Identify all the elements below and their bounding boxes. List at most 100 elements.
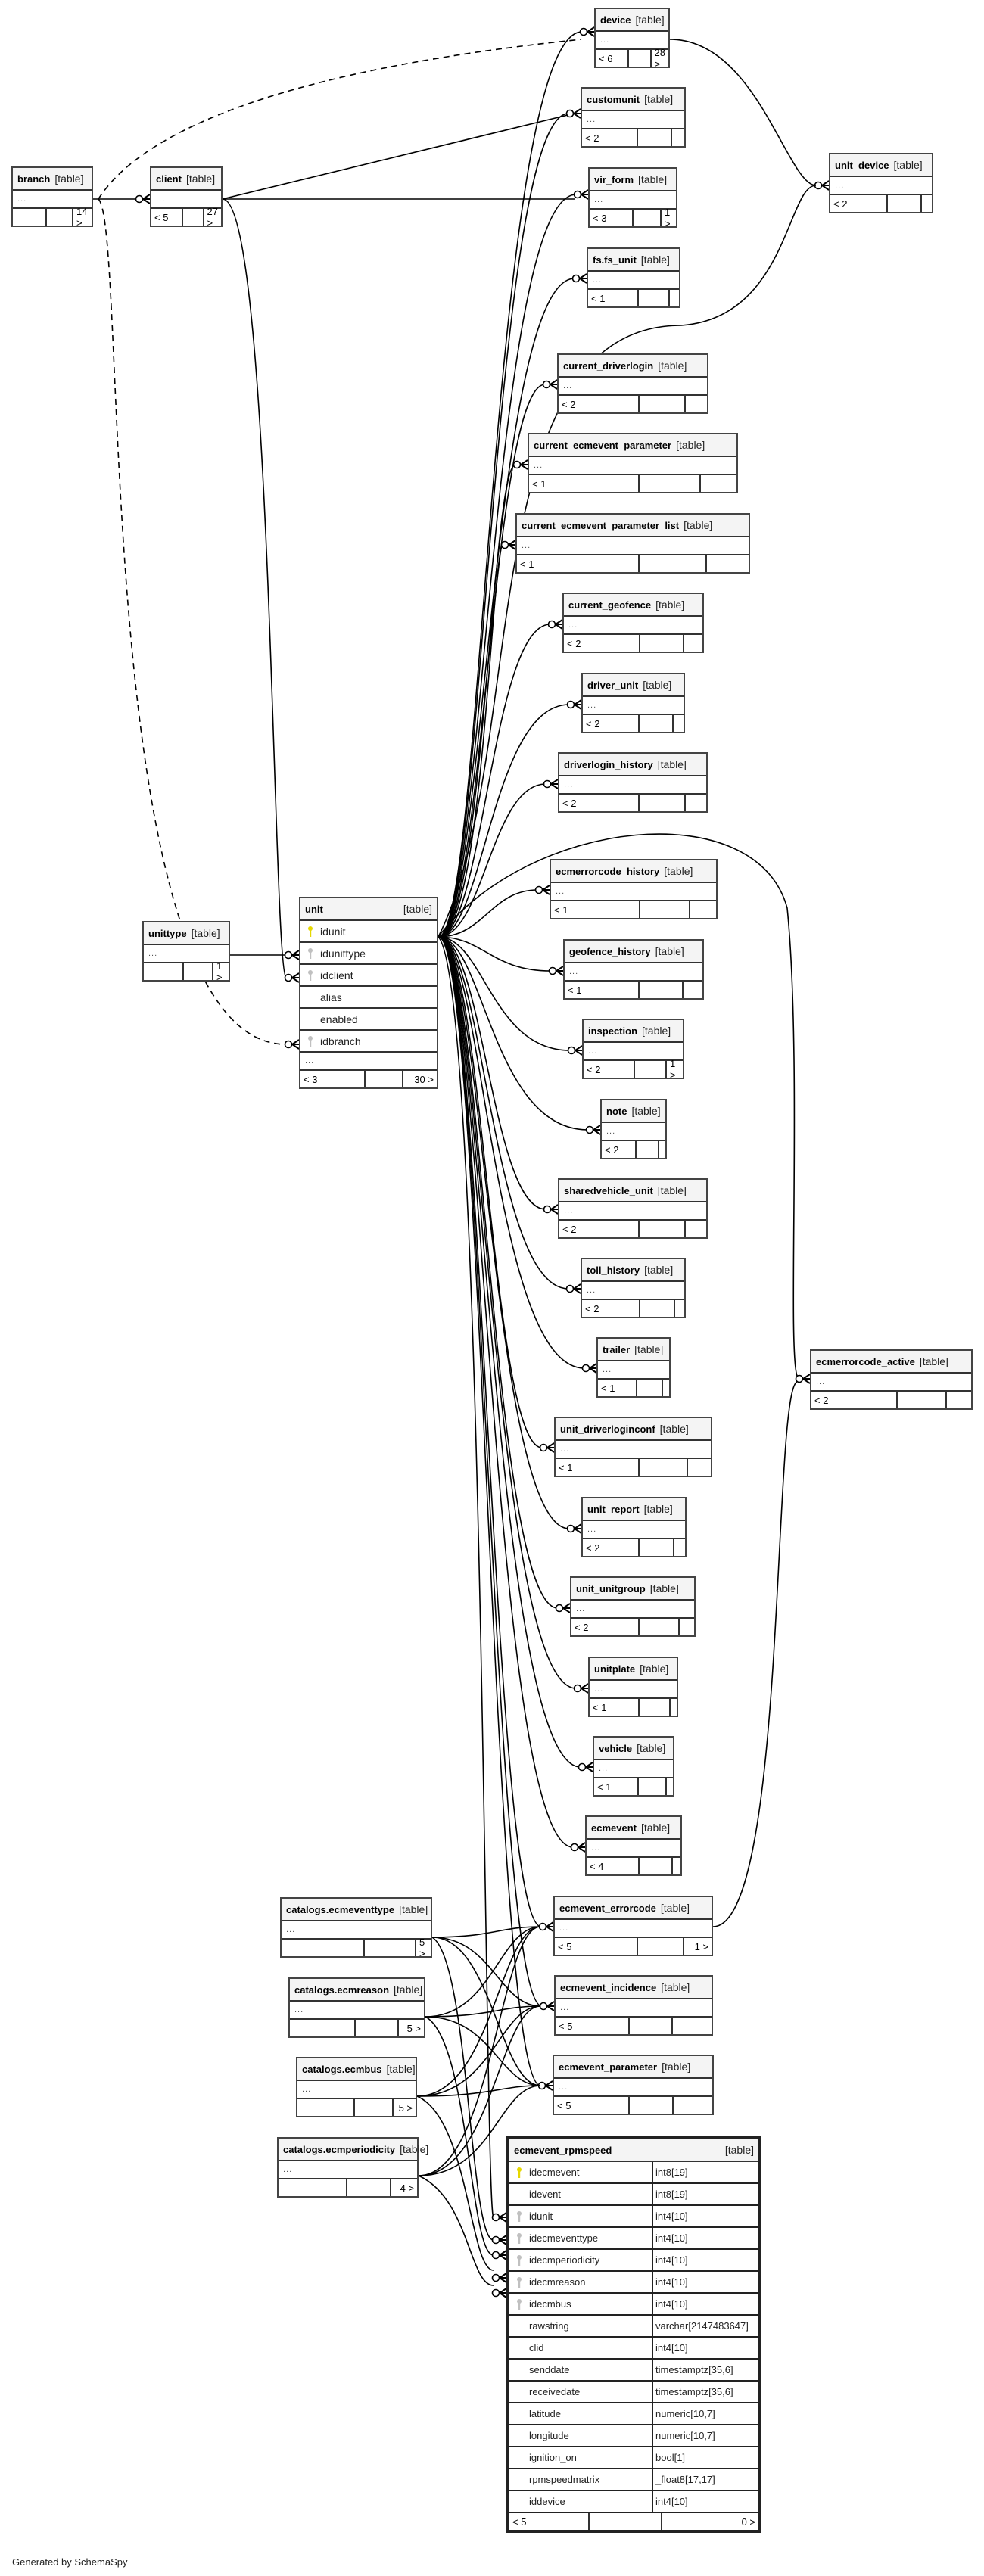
parents-count[interactable]: < 1	[556, 1459, 640, 1476]
children-count[interactable]	[947, 1392, 971, 1408]
table-name[interactable]: current_driverlogin	[563, 359, 654, 372]
table-name[interactable]: ecmevent_rpmspeed	[514, 2144, 612, 2156]
table-name[interactable]: catalogs.ecmeventtype	[286, 1903, 395, 1915]
parents-count[interactable]: < 1	[529, 475, 640, 492]
children-count[interactable]: 4 >	[400, 2182, 414, 2194]
table-name[interactable]: fs.fs_unit	[593, 254, 637, 266]
table-name[interactable]: vir_form	[594, 173, 634, 185]
table-name[interactable]: trailer	[603, 1343, 631, 1355]
children-count[interactable]	[686, 396, 707, 412]
parents-count[interactable]: < 2	[583, 1539, 640, 1556]
children-count[interactable]: 1 >	[694, 1940, 708, 1952]
parents-count[interactable]: < 2	[559, 396, 640, 412]
table-current-driverlogin[interactable]: current_driverlogin[table]...< 2	[557, 353, 708, 414]
table-name[interactable]: unit_device	[835, 159, 889, 171]
parents-count[interactable]: < 5	[556, 2018, 630, 2034]
table-ecmevent-incidence[interactable]: ecmevent_incidence[table]...< 5	[554, 1975, 713, 2036]
parents-count[interactable]: < 1	[565, 982, 640, 998]
column-row[interactable]: enabled	[300, 1009, 437, 1031]
parents-count[interactable]: < 2	[559, 795, 640, 811]
children-count[interactable]: 28 >	[654, 47, 665, 70]
parents-count[interactable]: < 2	[602, 1141, 637, 1158]
children-count[interactable]	[675, 1300, 684, 1317]
table-name[interactable]: customunit	[587, 93, 640, 105]
children-count[interactable]	[686, 1221, 706, 1237]
parents-count[interactable]: < 2	[584, 1061, 635, 1078]
table-name[interactable]: unit_driverloginconf	[560, 1423, 655, 1435]
table-catalogs-ecmreason[interactable]: catalogs.ecmreason[table]...5 >	[288, 1977, 425, 2038]
table-vehicle[interactable]: vehicle[table]...< 1	[593, 1736, 674, 1797]
children-count[interactable]	[671, 1699, 677, 1716]
parents-count[interactable]: < 1	[517, 555, 640, 572]
parents-count[interactable]: < 2	[811, 1392, 898, 1408]
parents-count[interactable]	[282, 1940, 365, 1956]
table-customunit[interactable]: customunit[table]...< 2	[581, 87, 686, 148]
table-name[interactable]: current_ecmevent_parameter	[534, 439, 672, 451]
children-count[interactable]	[922, 195, 932, 212]
table-name[interactable]: device	[600, 14, 631, 26]
children-count[interactable]	[684, 982, 702, 998]
table-catalogs-ecmeventtype[interactable]: catalogs.ecmeventtype[table]...5 >	[280, 1897, 432, 1959]
table-name[interactable]: client	[156, 173, 182, 185]
parents-count[interactable]: < 1	[594, 1778, 640, 1795]
table-name[interactable]: vehicle	[599, 1742, 633, 1754]
table-name[interactable]: ecmevent	[591, 1822, 637, 1834]
table-unit-report[interactable]: unit_report[table]...< 2	[581, 1497, 687, 1557]
table-sharedvehicle-unit[interactable]: sharedvehicle_unit[table]...< 2	[558, 1178, 708, 1239]
children-count[interactable]: 5 >	[398, 2102, 413, 2114]
table-name[interactable]: driver_unit	[587, 679, 639, 691]
column-row[interactable]: idbranch	[300, 1031, 437, 1053]
table-name[interactable]: current_geofence	[568, 599, 652, 611]
children-count[interactable]	[674, 715, 684, 732]
table-driver-unit[interactable]: driver_unit[table]...< 2	[581, 673, 685, 733]
table-name[interactable]: sharedvehicle_unit	[564, 1184, 653, 1196]
children-count[interactable]: 5 >	[406, 2022, 421, 2034]
table-name[interactable]: ecmevent_incidence	[560, 1981, 657, 1993]
parents-count[interactable]	[297, 2099, 355, 2116]
table-unit-unitgroup[interactable]: unit_unitgroup[table]...< 2	[570, 1576, 696, 1637]
table-unittype[interactable]: unittype[table]...1 >	[142, 921, 230, 983]
table-name[interactable]: catalogs.ecmbus	[302, 2063, 382, 2075]
table-name[interactable]: current_ecmevent_parameter_list	[522, 519, 680, 531]
parents-count[interactable]: < 2	[830, 195, 888, 212]
children-count[interactable]	[670, 290, 679, 306]
parents-count[interactable]: < 1	[588, 290, 639, 306]
table-unit-device[interactable]: unit_device[table]...< 2	[829, 153, 933, 213]
parents-count[interactable]: < 2	[571, 1619, 640, 1635]
children-count[interactable]	[673, 2018, 712, 2034]
table-toll-history[interactable]: toll_history[table]...< 2	[581, 1258, 686, 1318]
parents-count[interactable]	[279, 2179, 347, 2196]
children-count[interactable]	[707, 555, 749, 572]
children-count[interactable]	[690, 901, 716, 918]
children-count[interactable]	[673, 1858, 680, 1874]
parents-count[interactable]: < 3	[590, 210, 634, 226]
table-unit-driverloginconf[interactable]: unit_driverloginconf[table]...< 1	[554, 1417, 712, 1477]
table-name[interactable]: unit	[305, 903, 323, 915]
column-row[interactable]: alias	[300, 987, 437, 1009]
parents-count[interactable]: < 5	[509, 2513, 590, 2530]
table-name[interactable]: ecmerrorcode_history	[556, 865, 660, 877]
table-name[interactable]: unit_unitgroup	[576, 1582, 646, 1594]
table-name[interactable]: unittype	[148, 927, 187, 939]
table-current-geofence[interactable]: current_geofence[table]...< 2	[562, 593, 704, 653]
children-count[interactable]	[663, 1380, 669, 1396]
table-driverlogin-history[interactable]: driverlogin_history[table]...< 2	[558, 752, 708, 813]
parents-count[interactable]: < 1	[598, 1380, 637, 1396]
children-count[interactable]	[672, 129, 684, 146]
parents-count[interactable]: < 5	[555, 1938, 638, 1955]
children-count[interactable]: 30 >	[414, 1073, 434, 1085]
children-count[interactable]: 5 >	[419, 1937, 425, 1959]
table-ecmevent[interactable]: ecmevent[table]...< 4	[585, 1815, 682, 1876]
